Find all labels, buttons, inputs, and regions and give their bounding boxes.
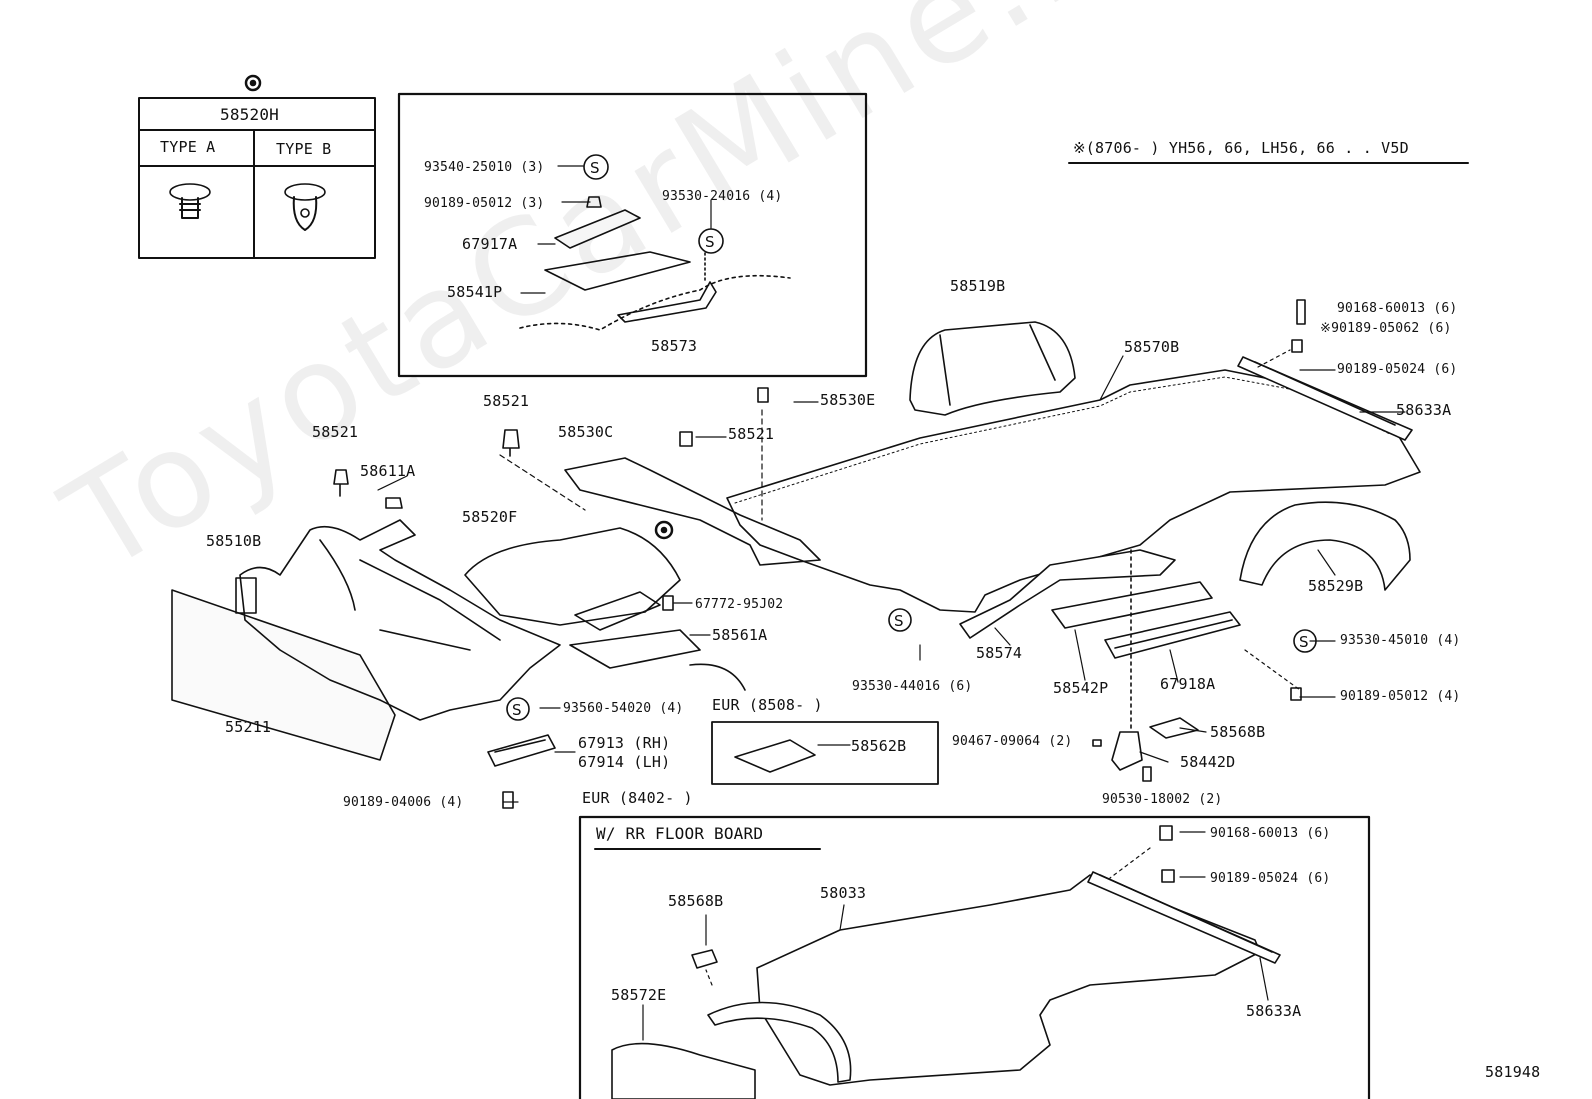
part-label: 67913 (RH) bbox=[578, 734, 671, 752]
part-label: 93530-44016 (6) bbox=[852, 679, 973, 694]
svg-text:S: S bbox=[894, 612, 904, 630]
part-label: 67917A bbox=[462, 235, 518, 253]
part-label: 58510B bbox=[206, 532, 262, 550]
part-label: 93530-24016 (4) bbox=[662, 189, 783, 204]
part-label: 58574 bbox=[976, 644, 1023, 662]
part-label: 90168-60013 (6) bbox=[1337, 301, 1458, 316]
part-label: 58442D bbox=[1180, 753, 1236, 771]
svg-text:S: S bbox=[705, 233, 715, 251]
part-label: 58562B bbox=[851, 737, 907, 755]
part-label: 55211 bbox=[225, 718, 272, 736]
model-range-note: ※(8706- ) YH56, 66, LH56, 66 . . V5D bbox=[1073, 139, 1409, 157]
svg-text:S: S bbox=[1299, 633, 1309, 651]
svg-text:S: S bbox=[512, 701, 522, 719]
rr-floor-board-title: W/ RR FLOOR BOARD bbox=[596, 824, 764, 843]
part-label: 90189-05024 (6) bbox=[1337, 362, 1458, 377]
part-label: 58570B bbox=[1124, 338, 1180, 356]
part-label: 58530E bbox=[820, 391, 876, 409]
part-label: 58033 bbox=[820, 884, 867, 902]
part-label: 90189-04006 (4) bbox=[343, 795, 464, 810]
part-label: 58633A bbox=[1246, 1002, 1302, 1020]
part-label: 67918A bbox=[1160, 675, 1216, 693]
eur-8508-note: EUR (8508- ) bbox=[712, 696, 823, 714]
eur-8508-box bbox=[711, 721, 939, 785]
fasteners: S S S bbox=[333, 299, 1317, 883]
part-label: 93560-54020 (4) bbox=[563, 701, 684, 716]
eur-8402-note: EUR (8402- ) bbox=[582, 789, 693, 807]
part-label: 90530-18002 (2) bbox=[1102, 792, 1223, 807]
svg-text:S: S bbox=[590, 159, 600, 177]
leader-lines bbox=[377, 165, 1406, 1041]
part-label: 90168-60013 (6) bbox=[1210, 826, 1331, 841]
part-label: 58529B bbox=[1308, 577, 1364, 595]
part-label: 90189-05012 (3) bbox=[424, 196, 545, 211]
part-label: 67772-95J02 bbox=[695, 597, 784, 612]
center-floor-parts bbox=[464, 457, 821, 691]
part-label: 90189-05012 (4) bbox=[1340, 689, 1461, 704]
inset-box: S S bbox=[397, 92, 868, 378]
part-label: 58530C bbox=[558, 423, 614, 441]
part-label: 90467-09064 (2) bbox=[952, 734, 1073, 749]
part-label: 58541P bbox=[447, 283, 503, 301]
rear-floor-carpet bbox=[726, 321, 1421, 771]
part-label: 58561A bbox=[712, 626, 768, 644]
part-label: 58572E bbox=[611, 986, 667, 1004]
front-floor-carpet bbox=[171, 519, 561, 761]
part-label: 58573 bbox=[651, 337, 698, 355]
part-label: 58519B bbox=[950, 277, 1006, 295]
part-label: 58521 bbox=[483, 392, 530, 410]
reference-number: 581948 bbox=[1485, 1063, 1541, 1081]
part-label: 58611A bbox=[360, 462, 416, 480]
legend-table-frame bbox=[138, 74, 376, 259]
part-label: 58568B bbox=[1210, 723, 1266, 741]
part-label: 58633A bbox=[1396, 401, 1452, 419]
rr-floor-board-box bbox=[578, 815, 1371, 1099]
part-label: 93530-45010 (4) bbox=[1340, 633, 1461, 648]
type-b-label: TYPE B bbox=[276, 140, 332, 158]
part-label: 58521 bbox=[312, 423, 359, 441]
legend-header: 58520H bbox=[220, 105, 279, 124]
part-label: ※90189-05062 (6) bbox=[1320, 321, 1452, 336]
part-label: 67914 (LH) bbox=[578, 753, 671, 771]
type-a-label: TYPE A bbox=[160, 138, 216, 156]
part-label: 90189-05024 (6) bbox=[1210, 871, 1331, 886]
part-label: 93540-25010 (3) bbox=[424, 160, 545, 175]
part-label: 58521 bbox=[728, 425, 775, 443]
part-label: 58542P bbox=[1053, 679, 1109, 697]
part-label: 58520F bbox=[462, 508, 518, 526]
part-label: 58568B bbox=[668, 892, 724, 910]
